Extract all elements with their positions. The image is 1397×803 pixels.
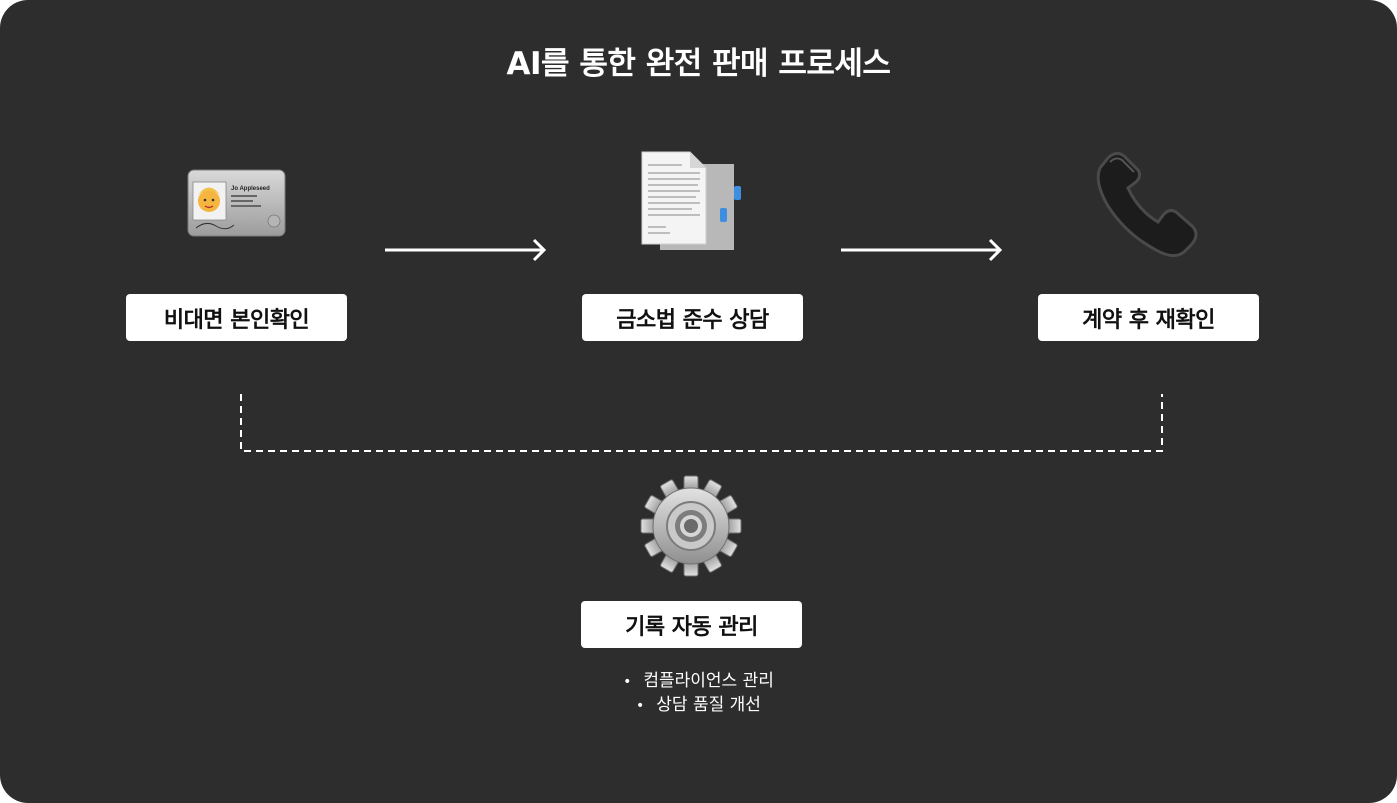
record-label: 기록 자동 관리 (581, 601, 802, 648)
id-card-icon: Jo Appleseed (187, 169, 286, 237)
arrow-right-icon (385, 238, 547, 262)
document-icon (641, 151, 741, 250)
gear-icon (640, 475, 742, 577)
phone-icon (1096, 151, 1198, 257)
step-label-consultation: 금소법 준수 상담 (582, 294, 803, 341)
note-item: •상담 품질 개선 (636, 695, 761, 715)
id-card-name: Jo Appleseed (231, 186, 270, 192)
arrow-right-icon (841, 238, 1003, 262)
note-item: •컴플라이언스 관리 (623, 671, 774, 691)
step-label-identity: 비대면 본인확인 (126, 294, 347, 341)
step-label-reconfirm: 계약 후 재확인 (1038, 294, 1259, 341)
record-notes: •컴플라이언스 관리 •상담 품질 개선 (560, 670, 837, 718)
page-title: AI를 통한 완전 판매 프로세스 (506, 46, 891, 82)
